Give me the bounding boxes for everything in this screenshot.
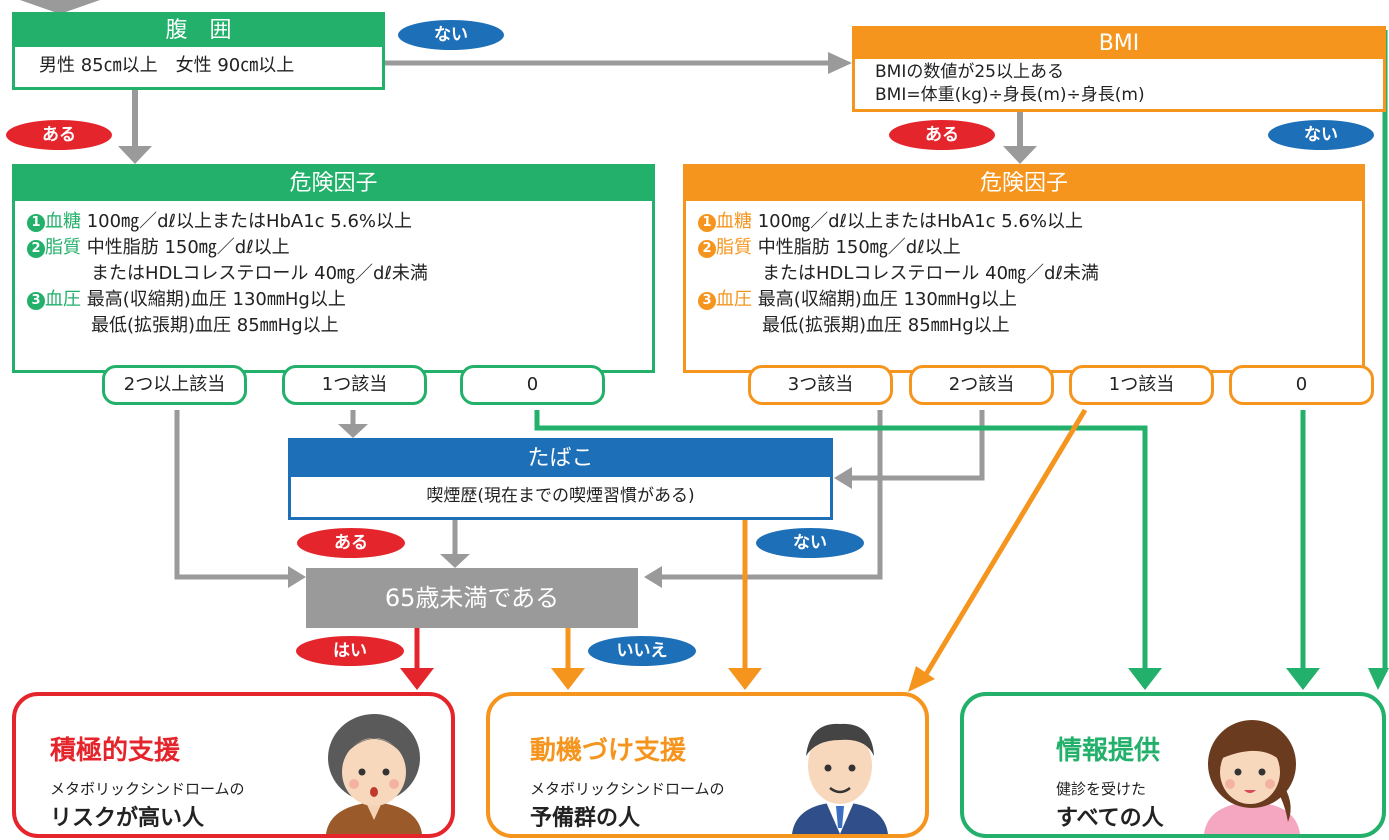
result-motivation-support: 動機づけ支援 メタボリックシンドロームの 予備群の人	[486, 692, 929, 838]
result-info-big: すべての人	[1056, 806, 1164, 831]
older-woman-icon	[326, 714, 422, 834]
risk-title-green: 危険因子	[15, 167, 652, 201]
bmi-box: BMI BMIの数値が25以上ある BMI=体重(kg)÷身長(m)÷身長(m)	[852, 26, 1386, 112]
result-info-sub: 健診を受けた	[1056, 780, 1147, 798]
result-active-title: 積極的支援	[50, 736, 181, 766]
age-box: 65歳未満である	[306, 568, 638, 628]
young-woman-icon	[1204, 720, 1300, 834]
age-no-badge: いいえ	[588, 636, 696, 666]
count-two-or-more-green: 2つ以上該当	[102, 365, 247, 405]
tobacco-text: 喫煙歴(現在までの喫煙習慣がある)	[426, 486, 695, 506]
waist-title: 腹 囲	[15, 15, 382, 47]
risk-row: 最低(拡張期)血圧 85㎜Hg以上	[762, 315, 1010, 336]
waist-box: 腹 囲 男性 85㎝以上 女性 90㎝以上	[12, 12, 385, 90]
middle-aged-man-icon	[792, 723, 888, 834]
bmi-yes-badge: ある	[889, 120, 995, 150]
count-three-orange: 3つ該当	[748, 365, 893, 405]
count-zero-green: 0	[460, 365, 605, 405]
tobacco-yes-badge: ある	[297, 528, 405, 558]
bmi-line1: BMIの数値が25以上ある	[875, 62, 1064, 82]
result-info-title: 情報提供	[1056, 736, 1161, 766]
risk-row: またはHDLコレステロール 40㎎／dℓ未満	[91, 263, 428, 284]
risk-title-orange: 危険因子	[686, 167, 1362, 201]
result-active-sub: メタボリックシンドロームの	[50, 780, 245, 798]
risk-row: またはHDLコレステロール 40㎎／dℓ未満	[762, 263, 1099, 284]
bmi-title: BMI	[855, 29, 1383, 59]
count-two-orange: 2つ該当	[909, 365, 1054, 405]
count-one-green: 1つ該当	[282, 365, 427, 405]
waist-no-badge: ない	[398, 20, 504, 50]
tobacco-title: たばこ	[291, 441, 830, 477]
result-motivation-sub: メタボリックシンドロームの	[530, 780, 725, 798]
bmi-line2: BMI=体重(kg)÷身長(m)÷身長(m)	[875, 85, 1145, 105]
waist-criteria: 男性 85㎝以上 女性 90㎝以上	[39, 55, 295, 76]
waist-yes-badge: ある	[6, 120, 112, 150]
result-motivation-big: 予備群の人	[530, 806, 641, 831]
tobacco-no-badge: ない	[756, 528, 864, 558]
result-active-big: リスクが高い人	[50, 806, 205, 831]
tobacco-box: たばこ 喫煙歴(現在までの喫煙習慣がある)	[288, 438, 833, 520]
result-information: 情報提供 健診を受けた すべての人	[960, 692, 1386, 838]
result-active-support: 積極的支援 メタボリックシンドロームの リスクが高い人	[12, 692, 455, 838]
risk-row: 最低(拡張期)血圧 85㎜Hg以上	[91, 315, 339, 336]
bmi-no-badge: ない	[1268, 120, 1374, 150]
age-yes-badge: はい	[296, 636, 404, 666]
count-one-orange: 1つ該当	[1069, 365, 1214, 405]
result-motivation-title: 動機づけ支援	[530, 736, 687, 766]
count-zero-orange: 0	[1229, 365, 1374, 405]
